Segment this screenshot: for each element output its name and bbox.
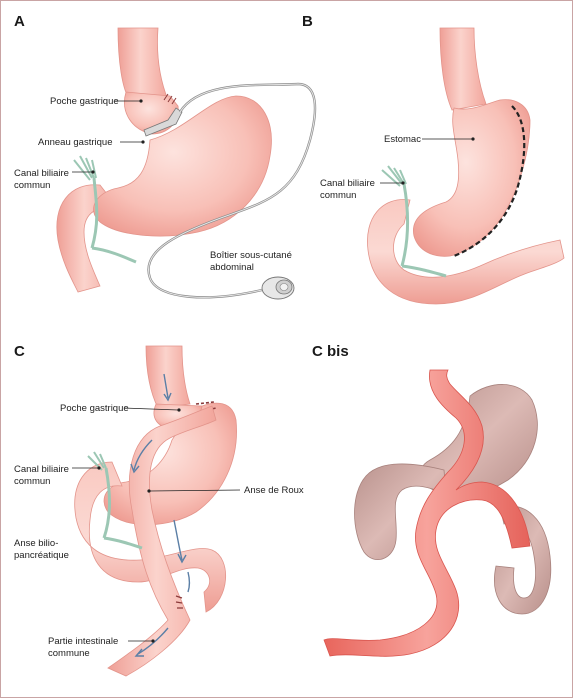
panel-a: A Poche gastrique Ann <box>14 13 317 300</box>
label-b-estomac: Estomac <box>384 134 421 145</box>
label-c-canal-2: commun <box>14 476 50 487</box>
bile-duct-b <box>381 165 447 278</box>
panel-c: C Poche gastrique Canal biliaire <box>14 343 304 677</box>
label-c-partie-2: commune <box>48 648 90 659</box>
panel-a-letter: A <box>14 13 25 30</box>
label-c-bilio-2: pancréatique <box>14 550 69 561</box>
esophagus-b <box>439 27 487 111</box>
label-c-poche: Poche gastrique <box>60 403 129 414</box>
panel-c-letter: C <box>14 343 25 360</box>
gastric-band <box>143 107 183 137</box>
label-b-canal-1: Canal biliaire <box>320 178 375 189</box>
panel-b-letter: B <box>302 13 313 30</box>
label-a-canal-1: Canal biliaire <box>14 168 69 179</box>
bile-duct-c <box>87 451 143 550</box>
label-a-poche: Poche gastrique <box>50 96 119 107</box>
label-c-bilio-1: Anse bilio- <box>14 538 58 549</box>
esophagus <box>117 27 169 101</box>
panel-c-bis: C bis <box>312 343 552 657</box>
duodenum-loop <box>56 184 119 293</box>
label-a-anneau: Anneau gastrique <box>38 137 112 148</box>
biliopancreatic-loop <box>74 461 226 613</box>
label-a-boitier-2: abdominal <box>210 262 254 273</box>
biliopancreatic-loop-bis <box>354 463 447 561</box>
label-c-roux: Anse de Roux <box>244 485 304 496</box>
label-b-canal-2: commun <box>320 190 356 201</box>
label-a-canal-2: commun <box>14 180 50 191</box>
label-c-canal-1: Canal biliaire <box>14 464 69 475</box>
flow-arrows <box>130 373 191 657</box>
bile-duct-a <box>73 155 137 264</box>
label-c-partie-1: Partie intestinale <box>48 636 118 647</box>
stomach <box>93 95 272 237</box>
label-a-boitier-1: Boîtier sous-cutané <box>210 250 292 261</box>
roux-limb <box>107 405 217 677</box>
staple-line <box>453 105 526 258</box>
roux-limb-bis <box>323 369 531 657</box>
sleeve-stomach <box>413 99 531 257</box>
panel-b: B Estomac Canal biliaire commun <box>302 13 565 305</box>
small-intestine-b <box>367 199 565 305</box>
panel-cbis-letter: C bis <box>312 343 349 360</box>
subcutaneous-port <box>261 276 295 300</box>
jejunal-loop-bis <box>494 506 552 615</box>
